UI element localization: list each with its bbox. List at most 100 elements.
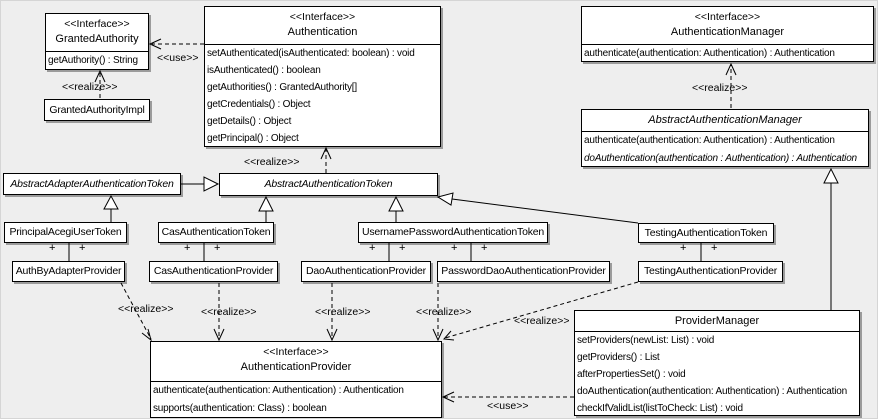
class-header: <<Interface>> GrantedAuthority — [46, 14, 148, 51]
class-authentication-manager[interactable]: <<Interface>> AuthenticationManager auth… — [581, 6, 874, 62]
method: supports(authentication: Class) : boolea… — [153, 403, 327, 414]
method: afterPropertiesSet() : void — [577, 369, 686, 380]
association-end-plus: + — [369, 242, 376, 254]
class-granted-authority[interactable]: <<Interface>> GrantedAuthority getAuthor… — [45, 13, 149, 70]
realize-arrow-icon — [442, 330, 455, 341]
class-abstract-adapter-authentication-token[interactable]: AbstractAdapterAuthenticationToken — [3, 173, 181, 195]
class-name: AuthenticationProvider — [240, 361, 352, 373]
association-end-plus: + — [481, 242, 488, 254]
class-header: <<Interface>> AuthenticationManager — [582, 7, 873, 44]
realize-arrow-icon — [213, 328, 225, 342]
method: getPrincipal() : Object — [207, 133, 299, 144]
class-name: AuthenticationManager — [670, 26, 785, 38]
method-compartment: authenticate(authentication: Authenticat… — [582, 44, 873, 62]
class-name: ProviderManager — [674, 315, 760, 327]
realize-arrow-icon — [141, 328, 152, 342]
use-stereotype-label: <<use>> — [487, 400, 529, 412]
class-header: <<Interface>> AuthenticationProvider — [151, 342, 441, 381]
class-name: CasAuthenticationProvider — [153, 265, 274, 277]
class-name: UsernamePasswordAuthenticationToken — [361, 226, 545, 238]
method: authenticate(authentication: Authenticat… — [584, 135, 835, 146]
class-auth-by-adapter-provider[interactable]: AuthByAdapterProvider — [12, 261, 125, 282]
class-provider-manager[interactable]: ProviderManager setProviders(newList: Li… — [574, 310, 860, 416]
class-name: GrantedAuthorityImpl — [49, 104, 145, 116]
class-dao-authentication-provider[interactable]: DaoAuthenticationProvider — [301, 261, 431, 282]
realize-stereotype-label: <<realize>> — [514, 315, 570, 327]
use-arrow-icon — [148, 38, 162, 50]
association-end-plus: + — [711, 242, 718, 254]
class-name: Authentication — [287, 26, 358, 38]
realize-stereotype-label: <<realize>> — [201, 306, 257, 318]
association-end-plus: + — [399, 242, 406, 254]
class-cas-authentication-provider[interactable]: CasAuthenticationProvider — [149, 261, 278, 282]
class-name: AbstractAuthenticationToken — [264, 178, 393, 190]
association-end-plus: + — [184, 242, 191, 254]
realize-stereotype-label: <<realize>> — [692, 82, 748, 94]
class-name: DaoAuthenticationProvider — [306, 265, 426, 277]
realize-stereotype-label: <<realize>> — [62, 81, 118, 93]
realize-stereotype-label: <<realize>> — [118, 303, 174, 315]
class-username-password-authentication-token[interactable]: UsernamePasswordAuthenticationToken — [358, 222, 548, 243]
method: doAuthentication(authentication : Authen… — [584, 153, 857, 164]
generalization-arrow-icon — [388, 195, 404, 212]
generalization-arrow-icon — [258, 195, 274, 212]
realize-arrow-icon — [320, 146, 332, 160]
realize-stereotype-label: <<realize>> — [244, 156, 300, 168]
method: isAuthenticated() : boolean — [207, 65, 321, 76]
class-authentication[interactable]: <<Interface>> Authentication setAuthenti… — [204, 6, 441, 147]
class-password-dao-authentication-provider[interactable]: PasswordDaoAuthenticationProvider — [437, 261, 610, 282]
stereotype-label: <<Interface>> — [289, 11, 356, 23]
class-header: <<Interface>> Authentication — [205, 7, 440, 44]
method: authenticate(authentication: Authenticat… — [153, 385, 404, 396]
class-name: TestingAuthenticationProvider — [643, 265, 778, 277]
class-testing-authentication-token[interactable]: TestingAuthenticationToken — [638, 223, 774, 243]
association-end-plus: + — [79, 242, 86, 254]
class-name: TestingAuthenticationToken — [644, 227, 768, 239]
class-name: GrantedAuthority — [55, 33, 139, 45]
method-compartment: setProviders(newList: List) : void getPr… — [575, 331, 859, 417]
realize-arrow-icon — [326, 328, 338, 342]
realize-arrow-icon — [432, 328, 444, 342]
realize-stereotype-label: <<realize>> — [416, 306, 472, 318]
method-compartment: authenticate(authentication: Authenticat… — [582, 131, 868, 168]
class-granted-authority-impl[interactable]: GrantedAuthorityImpl — [44, 99, 150, 121]
class-name: AbstractAuthenticationManager — [648, 114, 802, 126]
method-compartment: setAuthenticated(isAuthenticated: boolea… — [205, 44, 440, 147]
association-end-plus: + — [680, 242, 687, 254]
stereotype-label: <<Interface>> — [694, 11, 761, 23]
method: setProviders(newList: List) : void — [577, 335, 715, 346]
class-name: PrincipalAcegiUserToken — [9, 226, 122, 238]
association-end-plus: + — [451, 242, 458, 254]
class-abstract-authentication-manager[interactable]: AbstractAuthenticationManager authentica… — [581, 109, 869, 167]
method-compartment: getAuthority() : String — [46, 51, 148, 69]
method: getAuthority() : String — [48, 55, 138, 66]
generalization-arrow-icon — [823, 167, 839, 184]
realize-stereotype-label: <<realize>> — [315, 306, 371, 318]
method: checkIfValidList(listToCheck: List) : vo… — [577, 403, 743, 414]
class-name: AbstractAdapterAuthenticationToken — [10, 178, 174, 190]
association-end-plus: + — [49, 242, 56, 254]
association-end-plus: + — [214, 242, 221, 254]
class-name: AuthByAdapterProvider — [15, 265, 122, 277]
method: getCredentials() : Object — [207, 99, 311, 110]
method: getAuthorities() : GrantedAuthority[] — [207, 82, 357, 93]
method: getDetails() : Object — [207, 116, 292, 127]
method: getProviders() : List — [577, 352, 660, 363]
generalization-arrow-icon — [203, 176, 220, 192]
method: doAuthentication(authentication: Authent… — [577, 386, 847, 397]
class-cas-authentication-token[interactable]: CasAuthenticationToken — [158, 222, 274, 243]
use-arrow-icon — [441, 391, 455, 403]
realize-arrow-icon — [725, 62, 737, 76]
class-testing-authentication-provider[interactable]: TestingAuthenticationProvider — [638, 261, 783, 282]
class-principal-acegi-user-token[interactable]: PrincipalAcegiUserToken — [4, 222, 127, 243]
class-abstract-authentication-token[interactable]: AbstractAuthenticationToken — [219, 173, 438, 196]
class-name: CasAuthenticationToken — [161, 226, 271, 238]
class-authentication-provider[interactable]: <<Interface>> AuthenticationProvider aut… — [150, 341, 442, 418]
use-stereotype-label: <<use>> — [157, 52, 199, 64]
method-compartment: authenticate(authentication: Authenticat… — [151, 381, 441, 418]
class-name: PasswordDaoAuthenticationProvider — [441, 265, 606, 277]
stereotype-label: <<Interface>> — [64, 18, 130, 30]
class-header: AbstractAuthenticationManager — [582, 110, 868, 131]
generalization-arrow-icon — [103, 194, 119, 210]
